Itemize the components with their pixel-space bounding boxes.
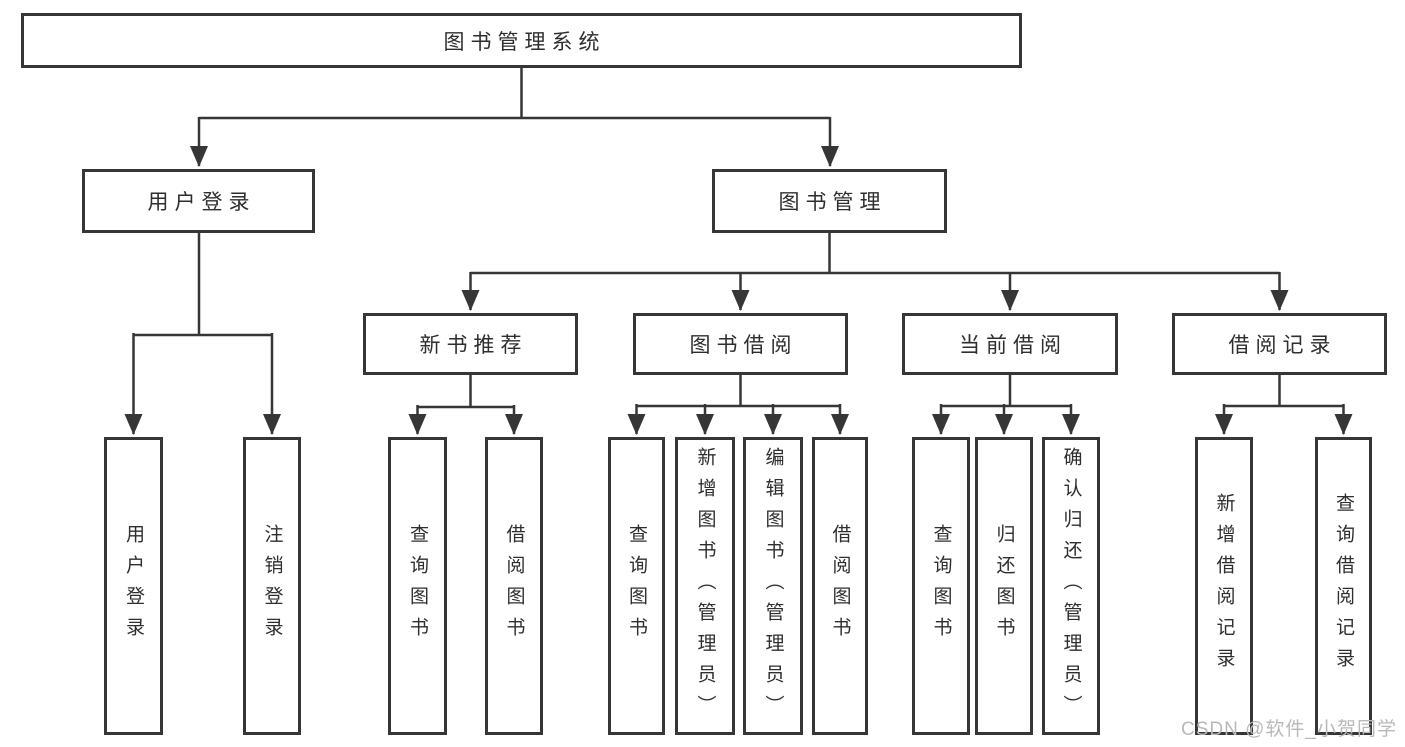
node-label: 图书借阅 (689, 334, 798, 357)
leaf-confirm-return-admin: 确认归还（管理员） (1042, 437, 1100, 735)
node-label: 图书管理 (778, 191, 887, 214)
node-borrowing-records: 借阅记录 (1172, 313, 1387, 375)
node-label: 用户登录 (147, 191, 256, 214)
node-label: 查询图书 (626, 524, 647, 648)
node-label: 借阅记录 (1228, 334, 1337, 357)
leaf-logout-login: 注销登录 (243, 437, 301, 735)
node-new-book-recommendation: 新书推荐 (363, 313, 578, 375)
node-label: 编辑图书（管理员） (762, 446, 784, 726)
node-book-management: 图书管理 (712, 169, 947, 233)
node-label: 借阅图书 (503, 524, 525, 648)
node-label: 查询借阅记录 (1333, 493, 1354, 679)
leaf-borrow-books: 借阅图书 (485, 437, 543, 735)
node-library-management-system: 图书管理系统 (21, 13, 1022, 68)
node-label: 新书推荐 (419, 334, 528, 357)
leaf-query-books-3: 查询图书 (912, 437, 970, 735)
node-label: 查询图书 (930, 524, 952, 648)
node-label: 确认归还（管理员） (1060, 446, 1082, 726)
node-label: 新增借阅记录 (1213, 493, 1235, 679)
node-label: 注销登录 (261, 524, 283, 648)
leaf-add-books-admin: 新增图书（管理员） (675, 437, 735, 735)
leaf-query-borrowing-record: 查询借阅记录 (1315, 437, 1372, 735)
node-label: 借阅图书 (829, 524, 851, 648)
node-current-borrowing: 当前借阅 (902, 313, 1118, 375)
node-label: 当前借阅 (959, 334, 1067, 357)
leaf-query-books-2: 查询图书 (608, 437, 665, 735)
leaf-borrow-books-2: 借阅图书 (812, 437, 868, 735)
node-user-login: 用户登录 (82, 169, 315, 233)
node-label: 查询图书 (407, 524, 428, 648)
node-label: 图书管理系统 (443, 30, 606, 54)
leaf-query-books: 查询图书 (388, 437, 447, 735)
node-book-borrowing: 图书借阅 (633, 313, 848, 375)
leaf-edit-books-admin: 编辑图书（管理员） (743, 437, 803, 735)
node-label: 新增图书（管理员） (694, 446, 716, 726)
leaf-return-books: 归还图书 (975, 437, 1033, 735)
node-label: 归还图书 (993, 524, 1015, 648)
leaf-user-login: 用户登录 (104, 437, 163, 735)
csdn-watermark: CSDN @软件_小贺同学 (1181, 719, 1397, 740)
node-label: 用户登录 (123, 524, 144, 648)
leaf-add-borrowing-record: 新增借阅记录 (1195, 437, 1253, 735)
